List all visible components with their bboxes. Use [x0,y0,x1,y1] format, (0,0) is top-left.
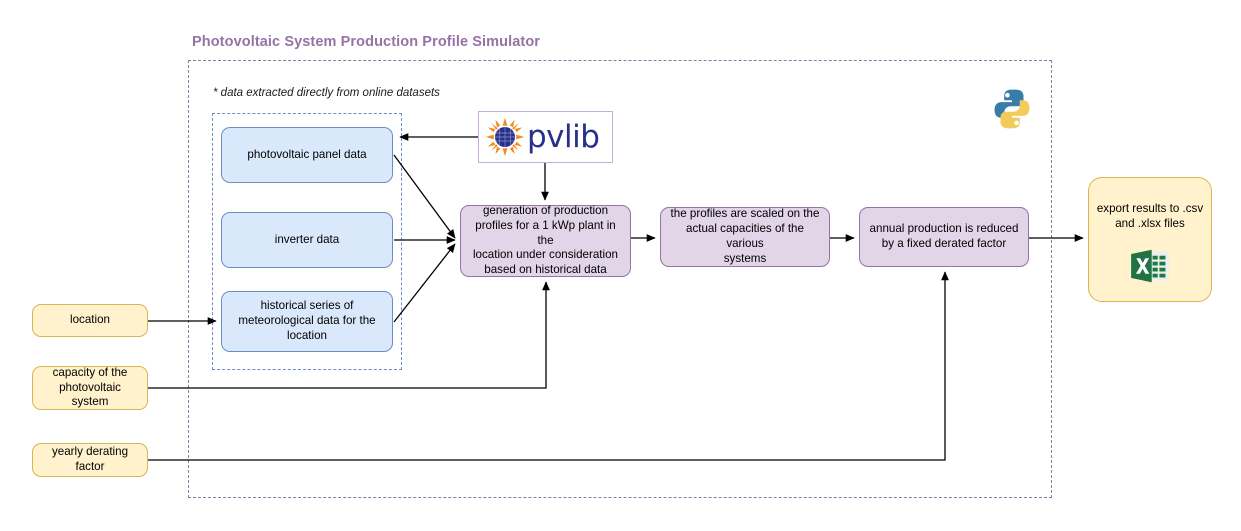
node-generation-of-production-profiles[interactable]: generation of production profiles for a … [460,204,631,278]
pvlib-wordmark: pvlib [527,118,600,155]
node-label-line2: actual capacities of the various [686,222,804,250]
node-label-line2: profiles for a 1 kWp plant in the [475,218,616,247]
diagram-title: Photovoltaic System Production Profile S… [192,34,541,50]
node-label: capacity of the photovoltaic system [40,366,140,410]
node-label: annual production is reduced by a fixed … [870,222,1019,252]
node-export-results[interactable]: export results to .csv and .xlsx files [1088,177,1212,302]
pvlib-logo: pvlib [478,111,613,163]
node-label-line2: photovoltaic system [59,380,121,409]
node-annual-production-derated[interactable]: annual production is reduced by a fixed … [859,207,1029,267]
node-label: inverter data [274,232,340,246]
node-label-line1: the profiles are scaled on the [670,207,820,221]
node-label-line2: meteorological data for the [238,314,376,328]
node-label-line1: historical series of [260,299,354,313]
node-historical-meteorological-data[interactable]: historical series of meteorological data… [221,291,393,352]
node-label-line2: and .xlsx files [1115,216,1185,230]
node-label-line3: location [287,328,327,342]
node-label-line1: generation of production [482,203,609,217]
datasets-note: * data extracted directly from online da… [213,87,440,99]
microsoft-excel-icon [1129,248,1171,284]
node-label: export results to .csv and .xlsx files [1097,202,1203,232]
node-label: the profiles are scaled on the actual ca… [668,207,822,266]
python-logo-icon [989,86,1035,132]
node-label: photovoltaic panel data [247,147,367,161]
node-label-line3: location under consideration [472,248,619,262]
node-label-line3: systems [723,251,767,265]
node-label: historical series of meteorological data… [238,299,375,343]
node-label: location [70,313,110,327]
node-input-location[interactable]: location [32,304,148,337]
sun-solar-panel-icon [485,117,525,157]
node-label-line4: based on historical data [484,263,607,277]
node-label-line1: capacity of the [52,365,128,379]
node-profiles-scaled-to-capacities[interactable]: the profiles are scaled on the actual ca… [660,207,830,267]
node-photovoltaic-panel-data[interactable]: photovoltaic panel data [221,127,393,183]
node-label: yearly derating factor [51,445,129,473]
node-inverter-data[interactable]: inverter data [221,212,393,268]
node-label: generation of production profiles for a … [468,204,623,278]
node-label-line1: annual production is reduced [869,222,1019,236]
node-input-yearly-derating-factor[interactable]: yearly derating factor [32,443,148,477]
node-label-line1: export results to .csv [1096,202,1204,215]
node-input-system-capacity[interactable]: capacity of the photovoltaic system [32,366,148,410]
node-label-line2: by a fixed derated factor [881,237,1007,250]
